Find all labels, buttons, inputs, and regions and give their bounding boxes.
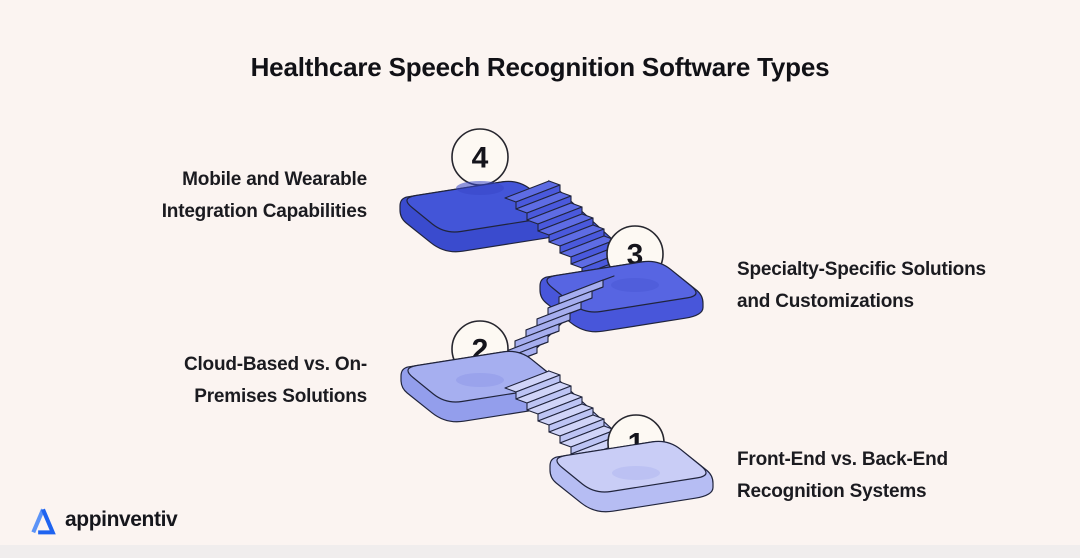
step-3-label-line-2: and Customizations	[737, 291, 914, 312]
step-3-label-line-1: Specialty-Specific Solutions	[737, 259, 986, 280]
step-4-badge: 4	[451, 128, 509, 186]
step-1-label-line-2: Recognition Systems	[737, 481, 927, 502]
step-3-label: Specialty-Specific Solutions and Customi…	[737, 254, 986, 318]
step-2-label-line-2: Premises Solutions	[194, 386, 367, 407]
step-4-number: 4	[472, 142, 489, 175]
badge-4-shadow	[456, 181, 504, 195]
bottom-strip	[0, 545, 1080, 558]
brand-name: appinventiv	[65, 508, 178, 531]
step-2-label: Cloud-Based vs. On- Premises Solutions	[184, 349, 367, 413]
brand-logo: appinventiv	[28, 504, 178, 536]
step-1-label: Front-End vs. Back-End Recognition Syste…	[737, 444, 948, 508]
badge-3-shadow	[611, 278, 659, 292]
step-4-label-line-1: Mobile and Wearable	[182, 169, 367, 190]
step-4-label: Mobile and Wearable Integration Capabili…	[162, 164, 367, 228]
step-4-label-line-2: Integration Capabilities	[161, 201, 367, 222]
step-2-label-line-1: Cloud-Based vs. On-	[183, 354, 367, 375]
badge-1-shadow	[612, 466, 660, 480]
step-1-label-line-1: Front-End vs. Back-End	[737, 449, 948, 470]
badge-2-shadow	[456, 373, 504, 387]
appinventiv-triangle-icon	[31, 508, 56, 535]
page-title: Healthcare Speech Recognition Software T…	[250, 52, 830, 82]
